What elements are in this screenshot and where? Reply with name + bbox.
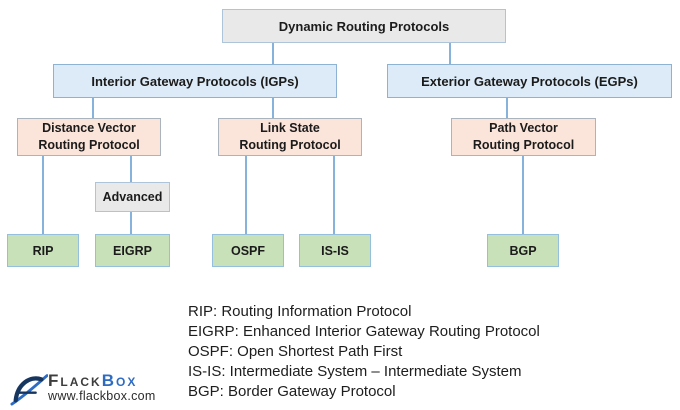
legend-line-bgp: BGP: Border Gateway Protocol xyxy=(188,383,396,400)
brand-name-accent: Box xyxy=(101,371,138,390)
brand-name-primary: Flack xyxy=(48,371,102,390)
connector-igp-distance-vector xyxy=(92,98,94,118)
brand-name: FlackBox xyxy=(48,371,156,390)
flackbox-branding: FlackBox www.flackbox.com xyxy=(10,368,180,408)
node-label: OSPF xyxy=(230,243,266,258)
node-distance-vector: Distance Vector Routing Protocol xyxy=(17,118,161,156)
node-ospf: OSPF xyxy=(212,234,284,267)
connector-path-vector-bgp xyxy=(522,156,524,234)
connector-advanced-eigrp xyxy=(130,212,132,234)
node-label: RIP xyxy=(32,243,54,258)
connector-root-igp xyxy=(272,43,274,64)
node-exterior-gateway-protocols: Exterior Gateway Protocols (EGPs) xyxy=(387,64,672,98)
node-label-line2: Routing Protocol xyxy=(239,138,341,152)
node-label: BGP xyxy=(509,243,537,258)
legend-line-ospf: OSPF: Open Shortest Path First xyxy=(188,343,403,360)
connector-distance-vector-rip xyxy=(42,156,44,234)
node-label: EIGRP xyxy=(113,243,152,258)
protocol-legend: RIP: Routing Information Protocol EIGRP:… xyxy=(188,302,540,402)
node-label-line2: Routing Protocol xyxy=(38,138,140,152)
connector-igp-link-state xyxy=(272,98,274,118)
connector-distance-vector-advanced xyxy=(130,156,132,182)
node-label-line1: Path Vector xyxy=(489,121,558,135)
node-path-vector: Path Vector Routing Protocol xyxy=(451,118,596,156)
node-isis: IS-IS xyxy=(299,234,371,267)
node-link-state: Link State Routing Protocol xyxy=(218,118,362,156)
node-label-line2: Routing Protocol xyxy=(472,138,575,152)
flackbox-logo-icon xyxy=(10,374,48,406)
node-label-line1: Distance Vector xyxy=(42,121,136,135)
node-interior-gateway-protocols: Interior Gateway Protocols (IGPs) xyxy=(53,64,337,98)
legend-line-eigrp: EIGRP: Enhanced Interior Gateway Routing… xyxy=(188,323,540,340)
node-label: IS-IS xyxy=(321,243,349,258)
node-label: Exterior Gateway Protocols (EGPs) xyxy=(421,73,638,89)
legend-line-isis: IS-IS: Intermediate System – Intermediat… xyxy=(188,363,522,380)
connector-link-state-isis xyxy=(333,156,335,234)
connector-egp-path-vector xyxy=(506,98,508,118)
node-bgp: BGP xyxy=(487,234,559,267)
brand-website: www.flackbox.com xyxy=(48,389,156,403)
brand-text: FlackBox www.flackbox.com xyxy=(48,371,156,403)
node-dynamic-routing-protocols: Dynamic Routing Protocols xyxy=(222,9,506,43)
node-label: Advanced xyxy=(102,190,163,204)
node-label-line1: Link State xyxy=(260,121,320,135)
connector-root-egp xyxy=(449,43,451,64)
node-label: Interior Gateway Protocols (IGPs) xyxy=(91,73,299,89)
connector-link-state-ospf xyxy=(245,156,247,234)
node-label: Dynamic Routing Protocols xyxy=(278,18,450,34)
node-rip: RIP xyxy=(7,234,79,267)
node-advanced: Advanced xyxy=(95,182,170,212)
legend-line-rip: RIP: Routing Information Protocol xyxy=(188,303,412,320)
node-eigrp: EIGRP xyxy=(95,234,170,267)
